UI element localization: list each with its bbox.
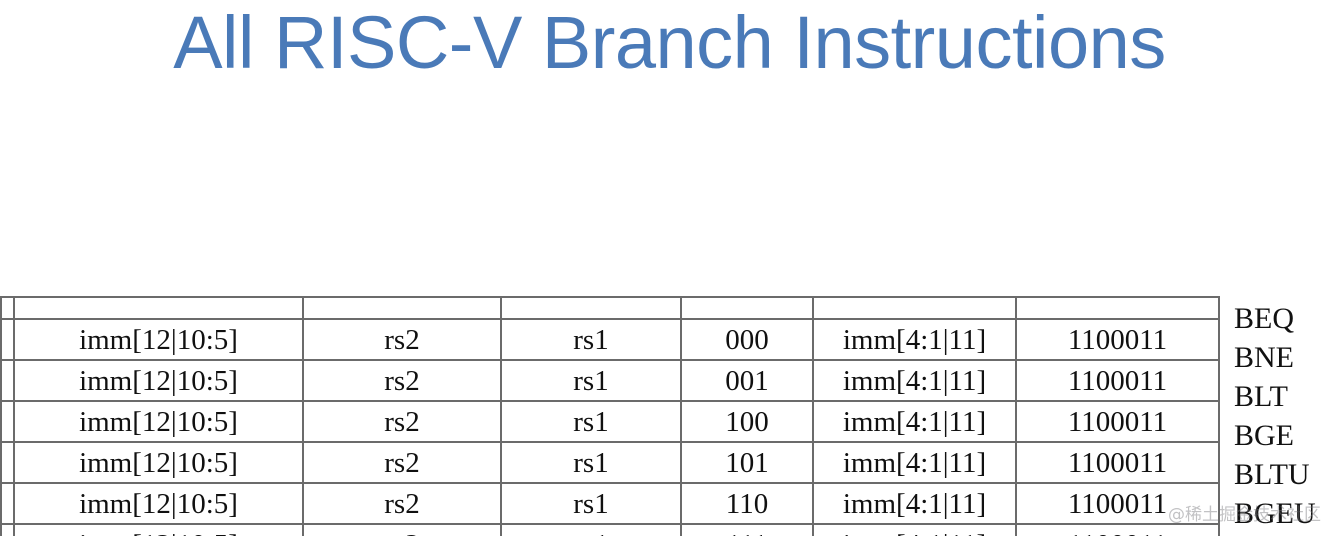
cell-funct3: 110 xyxy=(680,482,814,525)
cell-gutter xyxy=(0,359,15,402)
cell-funct3 xyxy=(680,296,814,320)
cell-gutter xyxy=(0,318,15,361)
table-row[interactable]: imm[12|10:5] rs2 rs1 101 imm[4:1|11] 110… xyxy=(0,441,1220,484)
table-row[interactable]: imm[12|10:5] rs2 rs1 110 imm[4:1|11] 110… xyxy=(0,482,1220,525)
cell-funct3: 100 xyxy=(680,400,814,443)
cell-rs2: rs2 xyxy=(302,441,502,484)
cell-opcode xyxy=(1015,296,1220,320)
cell-rs1: rs1 xyxy=(500,400,682,443)
mnemonic-label-beq: BEQ xyxy=(1234,302,1294,335)
cell-rs2: rs2 xyxy=(302,523,502,536)
cell-opcode: 1100011 xyxy=(1015,400,1220,443)
cell-opcode: 1100011 xyxy=(1015,441,1220,484)
cell-rs2: rs2 xyxy=(302,482,502,525)
cell-rs2: rs2 xyxy=(302,400,502,443)
mnemonic-label-bne: BNE xyxy=(1234,341,1294,374)
cell-imm-lo: imm[4:1|11] xyxy=(812,482,1017,525)
cell-rs2: rs2 xyxy=(302,359,502,402)
table-row[interactable]: imm[12|10:5] rs2 rs1 111 imm[4:1|11] 110… xyxy=(0,523,1220,536)
cell-funct3: 000 xyxy=(680,318,814,361)
mnemonic-label-blt: BLT xyxy=(1234,380,1288,413)
mnemonic-label-bge: BGE xyxy=(1234,419,1294,452)
cell-gutter xyxy=(0,400,15,443)
riscv-branch-encoding-table: imm[12|10:5] rs2 rs1 000 imm[4:1|11] 110… xyxy=(0,296,1220,536)
cell-rs1: rs1 xyxy=(500,359,682,402)
table-row[interactable]: imm[12|10:5] rs2 rs1 100 imm[4:1|11] 110… xyxy=(0,400,1220,443)
cell-imm-hi xyxy=(13,296,304,320)
cell-opcode: 1100011 xyxy=(1015,482,1220,525)
cell-funct3: 001 xyxy=(680,359,814,402)
cell-opcode: 1100011 xyxy=(1015,359,1220,402)
page-title: All RISC-V Branch Instructions xyxy=(173,1,1166,84)
cell-rs1: rs1 xyxy=(500,441,682,484)
mnemonic-label-bgeu: BGEU xyxy=(1234,497,1316,530)
cell-imm-lo: imm[4:1|11] xyxy=(812,359,1017,402)
cell-opcode: 1100011 xyxy=(1015,523,1220,536)
cell-imm-lo: imm[4:1|11] xyxy=(812,400,1017,443)
cell-imm-hi: imm[12|10:5] xyxy=(13,359,304,402)
cell-rs2: rs2 xyxy=(302,318,502,361)
cell-rs1: rs1 xyxy=(500,523,682,536)
cell-rs1: rs1 xyxy=(500,318,682,361)
cell-rs2 xyxy=(302,296,502,320)
cell-funct3: 101 xyxy=(680,441,814,484)
cell-imm-hi: imm[12|10:5] xyxy=(13,441,304,484)
cell-imm-lo: imm[4:1|11] xyxy=(812,318,1017,361)
table-row[interactable]: imm[12|10:5] rs2 rs1 000 imm[4:1|11] 110… xyxy=(0,318,1220,361)
cell-imm-lo: imm[4:1|11] xyxy=(812,441,1017,484)
table-row-partial-top xyxy=(0,296,1220,320)
cell-gutter xyxy=(0,441,15,484)
cell-imm-lo: imm[4:1|11] xyxy=(812,523,1017,536)
cell-imm-hi: imm[12|10:5] xyxy=(13,318,304,361)
cell-imm-hi: imm[12|10:5] xyxy=(13,400,304,443)
cell-rs1 xyxy=(500,296,682,320)
encoding-table-region: imm[12|10:5] rs2 rs1 000 imm[4:1|11] 110… xyxy=(0,280,1339,536)
mnemonic-label-bltu: BLTU xyxy=(1234,458,1310,491)
cell-imm-lo xyxy=(812,296,1017,320)
cell-gutter xyxy=(0,523,15,536)
cell-gutter xyxy=(0,296,15,320)
cell-imm-hi: imm[12|10:5] xyxy=(13,482,304,525)
cell-gutter xyxy=(0,482,15,525)
table-row[interactable]: imm[12|10:5] rs2 rs1 001 imm[4:1|11] 110… xyxy=(0,359,1220,402)
cell-rs1: rs1 xyxy=(500,482,682,525)
cell-funct3: 111 xyxy=(680,523,814,536)
cell-opcode: 1100011 xyxy=(1015,318,1220,361)
cell-imm-hi: imm[12|10:5] xyxy=(13,523,304,536)
